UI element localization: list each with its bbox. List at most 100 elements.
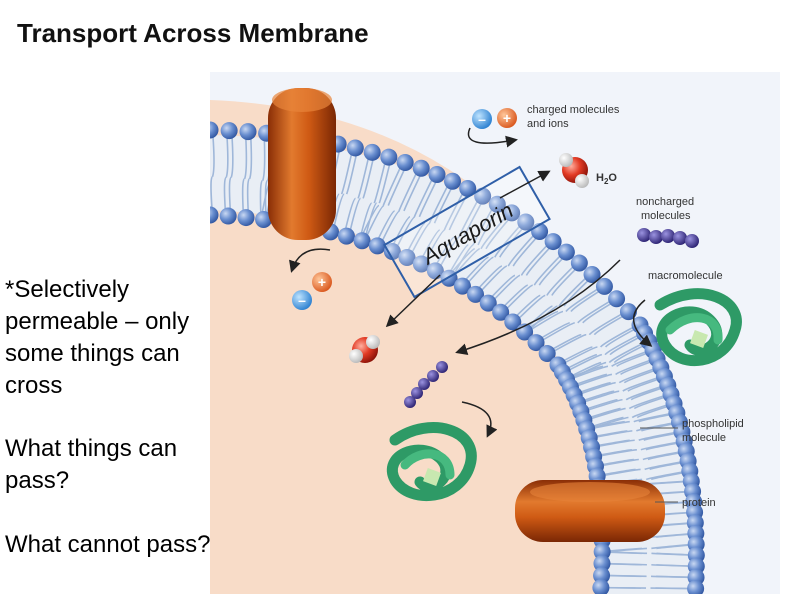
lipid-tail (640, 440, 682, 451)
lipid-head (583, 265, 601, 283)
slide-title: Transport Across Membrane (17, 18, 369, 48)
label-protein: protein (682, 497, 716, 509)
lipid-tail (644, 460, 686, 471)
lipid-head (592, 579, 610, 594)
lipid-tail (599, 468, 641, 477)
water-exit-arrow (499, 170, 551, 199)
lipid-tail (604, 551, 648, 555)
svg-text:+: + (318, 274, 326, 290)
lipid-head (337, 227, 355, 245)
lipid-head (428, 166, 446, 184)
lipid-head (210, 206, 219, 224)
lipid-head (412, 255, 430, 273)
lipid-tail (604, 574, 647, 578)
macromolecule-inside (387, 422, 477, 501)
lipid-head (255, 211, 273, 229)
lipid-tail (633, 412, 675, 423)
lipid-head (593, 555, 611, 573)
label-phospholipid-line2: molecule (682, 432, 726, 444)
lipid-tail (593, 439, 635, 448)
label-charged-line1: charged molecules (527, 104, 620, 116)
lipid-head (346, 139, 364, 157)
membrane-protein-top (268, 88, 336, 240)
negative-ion-icon (472, 109, 492, 129)
label-phospholipid-line1: phospholipid (682, 418, 744, 430)
lipid-head (687, 580, 705, 594)
lipid-head (363, 143, 381, 161)
label-noncharged-line2: molecules (641, 210, 691, 222)
lipid-head (570, 254, 588, 272)
note-what-cannot-pass: What cannot pass? (5, 531, 211, 558)
lipid-head (595, 277, 613, 295)
noncharged-chain-outside (637, 228, 699, 248)
negative-ion-icon-inside (292, 290, 312, 310)
lipid-tail (597, 458, 639, 468)
label-water: H2O (596, 172, 617, 186)
lipid-head (380, 148, 398, 166)
water-molecule-outside (559, 153, 589, 188)
lipid-tail (642, 450, 684, 461)
positive-ion-icon-inside (312, 272, 332, 292)
lipid-head (527, 334, 545, 352)
figure-labels: charged molecules and ions H2O noncharge… (527, 104, 744, 509)
lipid-head (353, 232, 371, 250)
lipid-head (619, 303, 637, 321)
svg-text:+: + (503, 110, 511, 126)
lipid-head (210, 121, 219, 139)
macromolecule-outside (654, 288, 742, 366)
lipid-head (412, 159, 430, 177)
lipid-head (398, 249, 416, 266)
lipid-tail (604, 562, 647, 566)
svg-text:–: – (298, 292, 306, 308)
lipid-head (459, 179, 477, 197)
charged-ions-outside: – + (467, 108, 518, 148)
lipid-head (517, 213, 535, 231)
deflect-arrow-outside (467, 127, 518, 148)
lipid-tail (645, 470, 688, 481)
label-charged-line2: and ions (527, 118, 569, 130)
water-molecule-inside (349, 335, 380, 363)
lipid-head (453, 277, 471, 295)
lipid-tail (595, 448, 637, 458)
lipid-tail (638, 431, 680, 441)
lipid-head (544, 233, 562, 251)
water-entry-arrow (385, 274, 441, 328)
lipid-head (608, 290, 626, 308)
noncharged-chain-inside (404, 361, 448, 408)
lipid-tail (589, 420, 630, 430)
lipid-tail (591, 430, 633, 439)
lipid-head (368, 237, 386, 255)
macromolecule-deflect-arrow-outside (633, 299, 653, 347)
lipid-head (538, 345, 556, 363)
lipid-head (504, 313, 522, 331)
lipid-head (220, 122, 238, 140)
label-macromolecule: macromolecule (648, 270, 723, 282)
lipid-head (492, 303, 510, 321)
lipid-head (503, 204, 521, 222)
deflect-arrow-inside (289, 248, 331, 273)
note-what-can-pass: What things can pass? (5, 435, 178, 494)
lipid-tail (208, 130, 210, 177)
lipid-head (488, 195, 506, 213)
lipid-head (593, 566, 611, 584)
membrane-protein-bottom (515, 480, 665, 542)
macromolecule-deflect-arrow-inside (461, 401, 498, 438)
lipid-head (239, 123, 257, 141)
charged-ions-inside: + – (289, 248, 332, 310)
note-selectively-permeable: *Selectively permeable – only some thing… (5, 276, 190, 399)
lipid-head (467, 285, 485, 303)
lipid-head (237, 209, 255, 227)
aquaporin-label: Aquaporin (383, 165, 551, 299)
svg-text:–: – (478, 111, 486, 127)
label-noncharged-line1: noncharged (636, 196, 694, 208)
lipid-head (396, 153, 414, 171)
lipid-head (219, 207, 237, 225)
lipid-head (383, 242, 401, 260)
lipid-tail (206, 177, 208, 215)
positive-ion-icon (497, 108, 517, 128)
lipid-head (444, 172, 461, 190)
lipid-head (557, 243, 575, 261)
lipid-head (479, 294, 497, 312)
noncharged-entry-arrow (455, 259, 621, 356)
